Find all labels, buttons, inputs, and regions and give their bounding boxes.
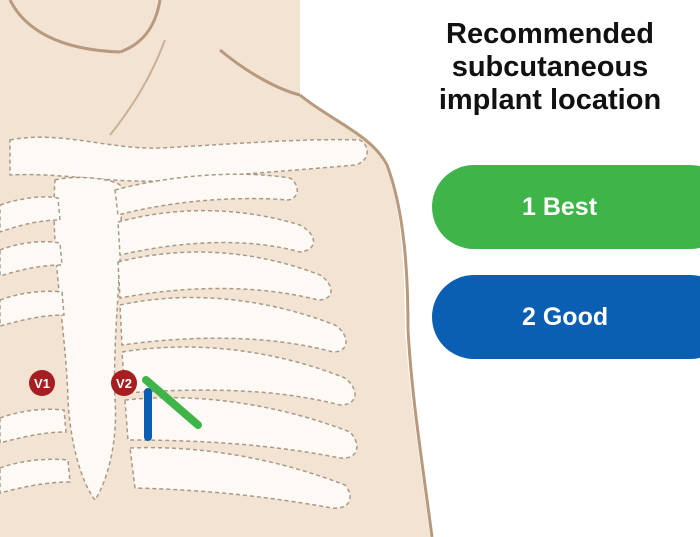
- diagram-title: Recommended subcutaneous implant locatio…: [410, 18, 690, 117]
- electrode-v1-label: V1: [34, 376, 50, 391]
- title-line-2: subcutaneous: [410, 51, 690, 84]
- title-line-1: Recommended: [410, 18, 690, 51]
- best-option-badge: 1 Best: [432, 165, 700, 249]
- electrode-v1: V1: [29, 370, 55, 396]
- electrode-v2: V2: [111, 370, 137, 396]
- good-option-label: 2 Good: [522, 303, 608, 332]
- electrode-v2-label: V2: [116, 376, 132, 391]
- good-option-badge: 2 Good: [432, 275, 700, 359]
- best-option-label: 1 Best: [522, 193, 597, 222]
- title-line-3: implant location: [410, 84, 690, 117]
